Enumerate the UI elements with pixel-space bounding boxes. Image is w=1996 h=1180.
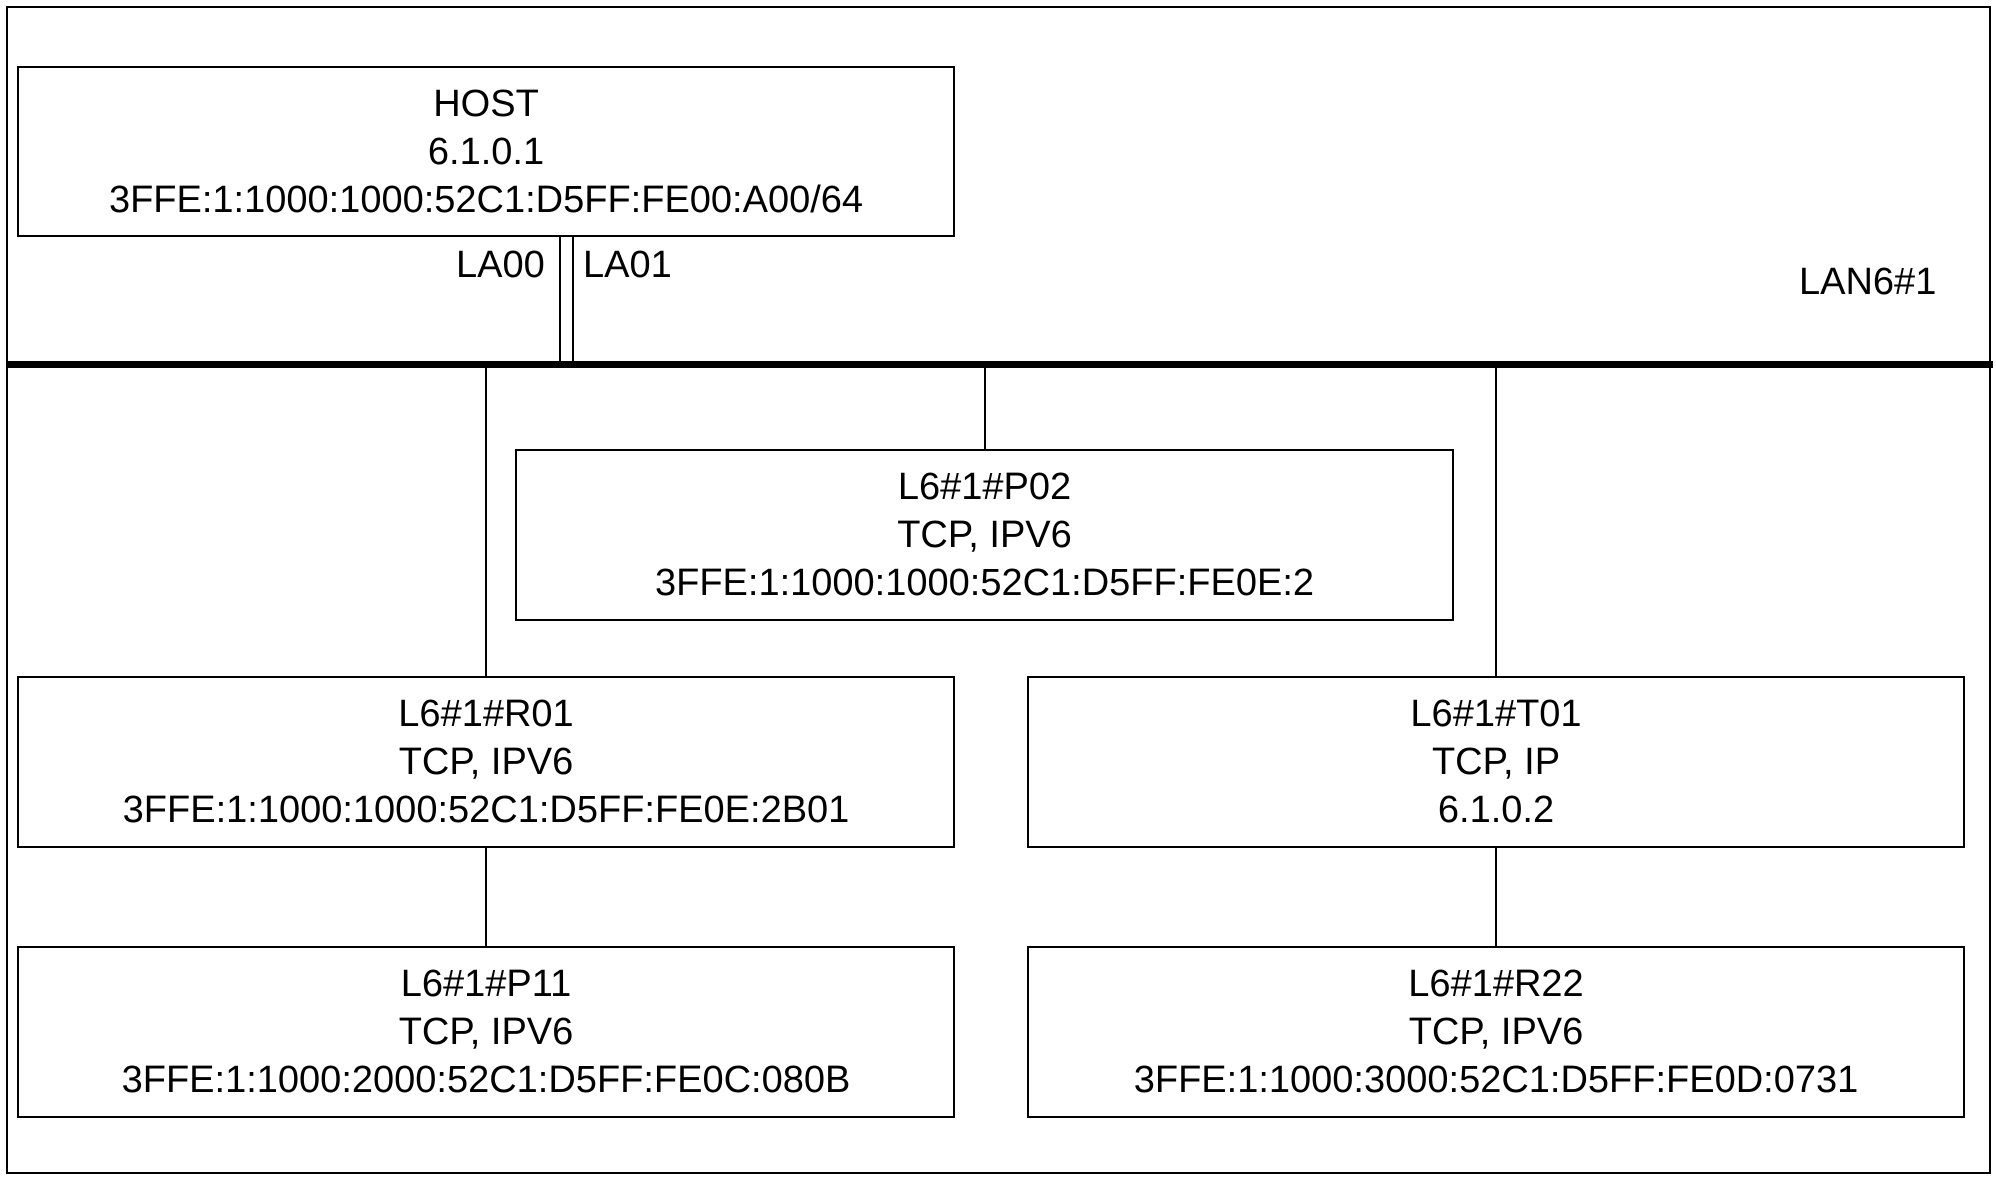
connector-t01-r22 [1495,846,1497,947]
node-protocols: TCP, IPV6 [398,741,574,783]
connector-t01 [1495,366,1497,677]
node-t01[interactable]: L6#1#T01 TCP, IP 6.1.0.2 [1027,676,1965,848]
node-r01[interactable]: L6#1#R01 TCP, IPV6 3FFE:1:1000:1000:52C1… [17,676,955,848]
node-address: 3FFE:1:1000:2000:52C1:D5FF:FE0C:080B [121,1059,851,1101]
node-p02[interactable]: L6#1#P02 TCP, IPV6 3FFE:1:1000:1000:52C1… [515,449,1454,621]
node-name: L6#1#P02 [897,466,1072,508]
adapter-label-la01: LA01 [583,244,672,286]
connector-r01-p11 [485,846,487,947]
diagram-frame [6,6,1991,1174]
host-ipv4: 6.1.0.1 [427,130,545,173]
node-address: 6.1.0.2 [1437,789,1555,831]
node-address: 3FFE:1:1000:3000:52C1:D5FF:FE0D:0731 [1133,1059,1859,1101]
node-p11[interactable]: L6#1#P11 TCP, IPV6 3FFE:1:1000:2000:52C1… [17,946,955,1118]
host-ipv6: 3FFE:1:1000:1000:52C1:D5FF:FE00:A00/64 [108,178,864,221]
node-r22[interactable]: L6#1#R22 TCP, IPV6 3FFE:1:1000:3000:52C1… [1027,946,1965,1118]
node-name: L6#1#R01 [398,693,574,735]
adapter-link-la01 [572,236,574,363]
node-name: L6#1#R22 [1408,963,1584,1005]
node-address: 3FFE:1:1000:1000:52C1:D5FF:FE0E:2B01 [122,789,850,831]
lan-label: LAN6#1 [1799,261,1937,303]
lan-bus [6,361,1993,368]
adapter-label-la00: LA00 [456,244,545,286]
node-protocols: TCP, IPV6 [398,1011,574,1053]
node-name: L6#1#P11 [400,963,572,1005]
node-address: 3FFE:1:1000:1000:52C1:D5FF:FE0E:2 [654,562,1315,604]
node-protocols: TCP, IP [1431,741,1561,783]
host-node[interactable]: HOST 6.1.0.1 3FFE:1:1000:1000:52C1:D5FF:… [17,66,955,237]
adapter-link-la00 [559,236,561,363]
node-protocols: TCP, IPV6 [1408,1011,1584,1053]
host-name: HOST [433,82,539,125]
node-name: L6#1#T01 [1410,693,1582,735]
connector-r01 [485,366,487,677]
node-protocols: TCP, IPV6 [897,514,1072,556]
connector-p02 [984,366,986,450]
